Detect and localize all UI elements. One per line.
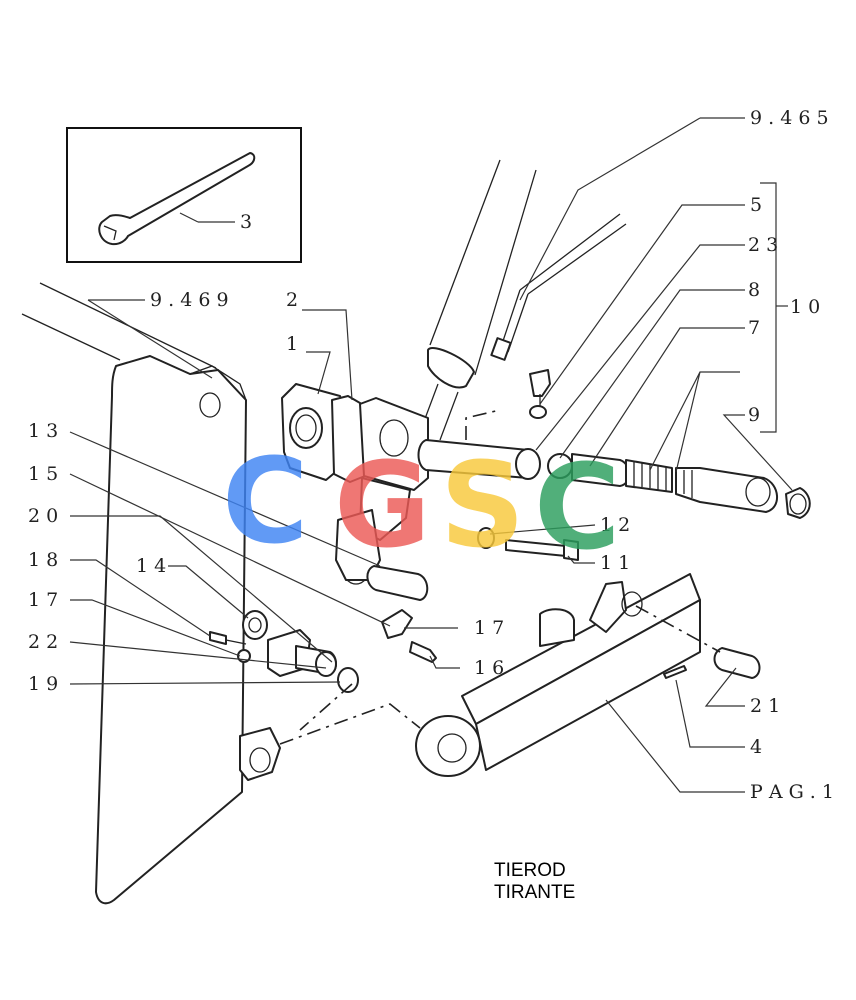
pins-and-tube xyxy=(366,409,541,601)
label-part-12: 1 2 xyxy=(600,514,630,536)
label-part-9: 9 xyxy=(748,404,760,426)
flange-brackets xyxy=(281,383,429,585)
label-part-15: 1 5 xyxy=(28,463,58,485)
hydraulic-cylinder xyxy=(419,159,627,441)
label-part-2: 2 xyxy=(286,289,298,311)
diagram-title: TIEROD TIRANTE xyxy=(494,860,575,903)
screw-11 xyxy=(477,527,579,561)
label-part-7: 7 xyxy=(748,317,760,339)
watermark-letter-g: G xyxy=(334,436,431,574)
title-line-2: TIRANTE xyxy=(494,882,575,903)
label-part-23: 2 3 xyxy=(748,234,778,256)
label-part-20: 2 0 xyxy=(28,505,58,527)
rod-end-assembly xyxy=(547,453,811,519)
label-part-19: 1 9 xyxy=(28,673,58,695)
bolt-5 xyxy=(529,369,551,419)
label-part-17-right: 1 7 xyxy=(474,617,504,639)
label-ref-9465: 9 . 4 6 5 xyxy=(750,107,829,129)
leader-lines xyxy=(69,117,793,793)
label-ref-pag1: P A G . 1 xyxy=(750,781,834,803)
cgsc-watermark: C G S C xyxy=(222,432,621,576)
label-part-11: 1 1 xyxy=(600,552,630,574)
title-line-1: TIEROD xyxy=(494,860,566,881)
label-part-3: 3 xyxy=(240,211,252,233)
label-part-5: 5 xyxy=(750,194,762,216)
label-part-13: 1 3 xyxy=(28,420,58,442)
inset-wrench-panel: 3 xyxy=(66,127,302,263)
lower-link-arm xyxy=(279,573,761,777)
frame-plate xyxy=(21,282,281,905)
watermark-letter-c1: C xyxy=(222,432,309,570)
label-part-22: 2 2 xyxy=(28,631,58,653)
bracket-hardware xyxy=(209,609,437,693)
label-part-14: 1 4 xyxy=(136,555,166,577)
label-part-21: 2 1 xyxy=(750,695,780,717)
label-ref-9469: 9 . 4 6 9 xyxy=(150,289,229,311)
label-part-10: 1 0 xyxy=(790,296,820,318)
watermark-letter-c2: C xyxy=(534,438,621,576)
label-part-4: 4 xyxy=(750,736,762,758)
watermark-letter-s: S xyxy=(440,436,525,574)
callout-labels: 9 . 4 6 5 9 . 4 6 9 2 1 5 2 3 8 1 0 7 9 … xyxy=(28,107,834,803)
wrench-icon xyxy=(98,152,256,246)
label-part-1: 1 xyxy=(286,333,298,355)
label-part-17-left: 1 7 xyxy=(28,589,58,611)
label-part-8: 8 xyxy=(748,279,760,301)
label-part-16: 1 6 xyxy=(474,657,504,679)
label-part-18: 1 8 xyxy=(28,549,58,571)
